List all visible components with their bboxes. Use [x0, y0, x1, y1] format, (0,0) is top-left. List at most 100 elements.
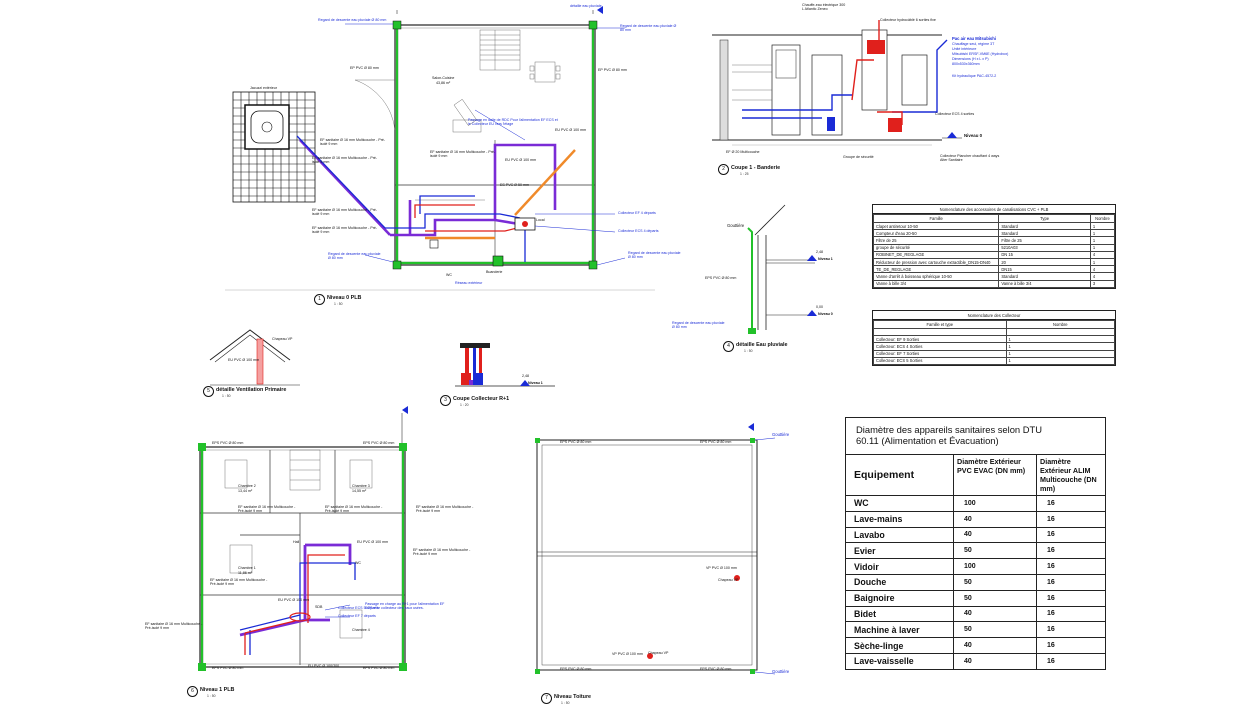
cell: Standard [998, 272, 1091, 281]
label-passage-r1: Passage en charge au R+1 pour l'alimenta… [365, 602, 445, 610]
label-chambre4: Chambre 4 [352, 628, 370, 632]
label-local: Local [536, 218, 545, 222]
dtu-cell-alim: 16 [1036, 606, 1106, 623]
label-pac-title: Pac air eau Mitsubishi [952, 36, 996, 41]
cell: 1 [1089, 257, 1116, 267]
cell: 1 [1089, 236, 1116, 245]
dtu-header-equipement: Equipement [845, 454, 954, 496]
dtu-cell-equipement: Lavabo [845, 527, 954, 544]
cell: Compteur d'eau 20-50 [872, 229, 1000, 238]
cell: ROBINET_DE_REGLAGE [872, 250, 1000, 259]
label-wc-1: WC [355, 561, 361, 565]
label-chambre3: Chambre 3 [352, 484, 370, 488]
label-gouttiere-t1: Gouttière [772, 432, 790, 437]
label-regard-bottom-left: Regard de descente eau pluviale Ø 80 mm [328, 252, 381, 260]
dtu-cell-evac: 40 [953, 606, 1037, 623]
view-title-niveau1[interactable]: Niveau 1 PLB [200, 687, 235, 693]
detail-ventilation [209, 329, 300, 386]
label-es-pvc: ES PVC Ø 50 mm [500, 183, 529, 187]
cell: Réducteur de pression avec cartouche ext… [872, 257, 1000, 267]
view-num-ventilation: 5 [203, 386, 214, 397]
view-title-coupe1[interactable]: Coupe 1 - Banderie [731, 165, 781, 171]
nomenclature-cvc-title: Nomenclature des accessoires de canalisa… [873, 205, 1115, 214]
label-gouttiere-1: Gouttière [727, 223, 745, 228]
cell: Vanne d'arrêt à boisseau sphérique 10-50 [872, 272, 1000, 281]
label-salon-area: 43,86 m² [436, 81, 451, 85]
view-title-pluviale[interactable]: détaille Eau pluviale [736, 342, 788, 348]
label-eu-pvc-r1-1: EU PVC Ø 100 mm [357, 540, 389, 544]
view-num-pluviale: 4 [723, 341, 734, 352]
dtu-header-alim: Diamètre Extérieur ALIM Multicouche (DN … [1036, 454, 1106, 496]
dtu-cell-evac: 40 [953, 527, 1037, 544]
nom-cvc-header-nombre: Nombre [1089, 214, 1116, 223]
view-num-collecteur: 3 [440, 395, 451, 406]
view-num-niveau1: 6 [187, 686, 198, 697]
dtu-cell-evac: 50 [953, 574, 1037, 591]
cell: 1 [1005, 349, 1116, 358]
dtu-cell-alim: 16 [1036, 542, 1106, 560]
label-niveau1-ep: Niveau 1 [818, 257, 833, 261]
label-eps-t2: EPS PVC Ø 80 mm [700, 440, 732, 444]
plan-niveau-1 [198, 406, 408, 671]
dtu-cell-evac: 40 [953, 511, 1037, 528]
dtu-cell-alim: 16 [1036, 527, 1106, 544]
dtu-cell-alim: 16 [1036, 653, 1106, 670]
view-title-niveau0[interactable]: Niveau 0 PLB [327, 295, 362, 301]
nomenclature-cvc-table: Nomenclature des accessoires de canalisa… [872, 204, 1116, 289]
label-pac-line-3: Mitsubishi ERSF-VM6E (Hydrobox) [952, 52, 1009, 56]
coupe-1-buanderie [712, 20, 962, 146]
label-ef-ecs-4: EF sanitaire Ø 16 mm Multicouche - Pré-i… [312, 208, 378, 216]
cell: Collecteur: EF 7 Sorties [873, 349, 1007, 358]
view-title-ventilation[interactable]: détaille Ventilation Primaire [216, 387, 287, 393]
cell: 1 [1005, 342, 1116, 351]
label-collecteur-ef7: Collecteur EF 7 départs [338, 614, 376, 618]
cell: 20 [998, 257, 1091, 267]
cell: DN15 [998, 265, 1091, 274]
dtu-cell-alim: 16 [1036, 590, 1106, 607]
label-pac-line-4: Dimensions (H x L x P) [952, 57, 989, 61]
view-title-collecteur[interactable]: Coupe Collecteur R+1 [453, 396, 510, 402]
cell: Vanne à bille 3/4 [872, 279, 1000, 288]
table-row: Vanne d'arrêt à boisseau sphérique 10-50… [872, 272, 1116, 281]
dtu-cell-evac: 100 [953, 558, 1037, 575]
dtu-cell-alim: 16 [1036, 621, 1106, 639]
label-ef-ecs-5: EF sanitaire Ø 16 mm Multicouche - Pré-i… [312, 226, 378, 234]
dtu-cell-equipement: Lave-vaisselle [845, 653, 954, 670]
label-eu-bottom: EU PVC Ø 100/300 [308, 664, 340, 668]
cell: Collecteur: ECS 5 Sorties [873, 356, 1007, 365]
label-ep-pvc-r1-2: EPS PVC Ø 80 mm [363, 441, 395, 445]
dtu-cell-equipement: Lave-mains [845, 511, 954, 528]
cell: 4 [1089, 272, 1116, 281]
view-title-toiture[interactable]: Niveau Toiture [554, 694, 592, 700]
view-num-niveau0: 1 [314, 294, 325, 305]
label-eps-pvc-ep: EPS PVC Ø 80 mm [705, 276, 737, 280]
cell: Filtre de 25 [998, 236, 1091, 245]
label-eu-pvc-1: EU PVC Ø 100 mm [555, 128, 587, 132]
cell: Collecteur: ECS 4 Sorties [873, 342, 1007, 351]
cell: 5210A03 [998, 243, 1091, 252]
label-ef-ecs-3: EF sanitaire Ø 16 mm Multicouche - Pré-i… [430, 150, 496, 158]
label-chambre3-area: 14,55 m² [352, 489, 367, 493]
nomenclature-collecteur-table: Nomenclature des Collecteur Famille et t… [872, 310, 1116, 366]
view-scale-coupe1: 1 : 25 [740, 172, 749, 176]
label-ef-ecs-r1-2: EF sanitaire Ø 16 mm Multicouche - Pré-i… [325, 505, 383, 513]
label-ef-ecs-r1-4: EF sanitaire Ø 16 mm Multicouche - Pré-i… [210, 578, 268, 586]
dtu-cell-alim: 16 [1036, 574, 1106, 591]
cell: Clapet antiretour 10-50 [872, 221, 1000, 231]
label-vp-t2: VP PVC Ø 100 mm [612, 652, 643, 656]
label-pac-line-5: 800x530x360mm [952, 62, 980, 66]
cell: Collecteur: EF 9 Sorties [873, 335, 1007, 344]
detail-eau-pluviale [747, 204, 817, 334]
label-chapeau-t2: Chapeau VP [648, 651, 669, 655]
label-jacuzzi: Jacuzzi extérieur [250, 86, 277, 90]
label-ef-ecs-r1-3: EF sanitaire Ø 16 mm Multicouche - Pré-i… [416, 505, 474, 513]
view-num-toiture: 7 [541, 693, 552, 704]
